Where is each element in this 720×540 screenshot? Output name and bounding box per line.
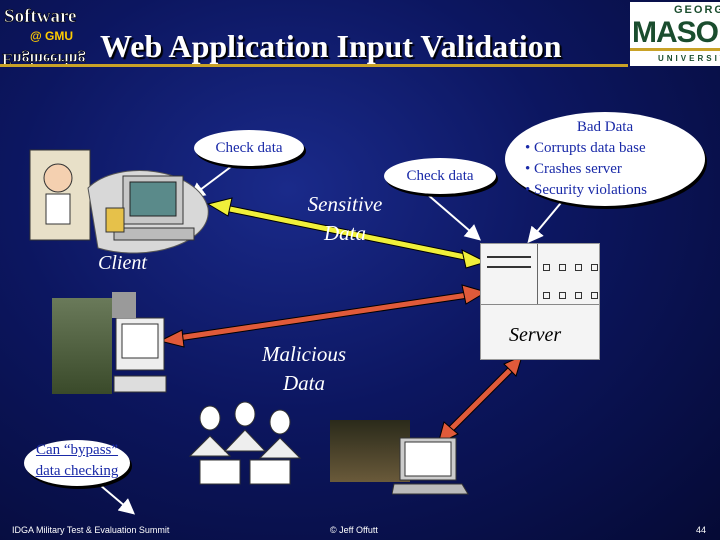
photo-background-detail [112,292,136,318]
bypass-arrow [437,355,523,445]
malicious-user-photo [52,298,112,394]
check-data-bubble-right: Check data [384,158,496,194]
bad-data-bubble: Bad Data • Corrupts data base • Crashes … [505,112,705,206]
page-number: 44 [696,525,707,535]
malicious-line1: Malicious [262,342,346,366]
logo-text-bottom: Engineering [2,50,86,66]
logo-text-top: Software [4,6,76,27]
logo-bar [630,48,720,51]
page-title: Web Application Input Validation [100,28,562,64]
bad-data-pointer [527,197,566,244]
malicious-client-computer-icon [113,317,167,393]
server-icon: Server [480,243,600,360]
malicious-data-arrow [158,284,488,348]
pencil-cup-icon [105,207,125,233]
logo-university: UNIVERSITY [658,54,720,63]
george-mason-logo: GEORGE MASON UNIVERSITY [630,2,720,66]
laptop-icon [249,459,291,485]
second-user-photo [330,420,410,482]
bypass-pointer [99,484,136,515]
check-data-right-pointer [419,187,482,241]
title-underline [0,64,628,67]
bad-data-item: • Crashes server [525,161,622,177]
logo-george: GEORGE [674,4,720,16]
bad-data-title: Bad Data [576,119,634,135]
check-data-right-text: Check data [406,167,474,184]
malicious-line2: Data [283,371,325,395]
server-label: Server [509,324,562,346]
laptop-computer-icon [392,437,469,495]
group-with-laptops-illustration [188,401,302,485]
client-label: Client [98,252,147,274]
footer-copyright: © Jeff Offutt [330,525,378,535]
client-computer-illustration [29,149,209,254]
sensitive-line1: Sensitive [307,192,383,216]
software-engineering-gmu-logo: Software @ GMU Engineering [2,6,86,66]
check-data-left-pointer [188,159,241,199]
check-data-left-text: Check data [215,139,283,156]
footer-event: IDGA Military Test & Evaluation Summit [12,525,170,535]
bypass-line1: Can “bypass” [35,442,119,458]
check-data-bubble-left: Check data [194,130,304,166]
sensitive-data-label: Sensitive Data [290,190,400,248]
logo-text-mid: @ GMU [30,29,73,43]
sensitive-line2: Data [324,221,366,245]
bypass-line2: data checking [35,463,119,479]
laptop-icon [199,459,241,485]
bad-data-item: • Security violations [525,182,647,198]
bad-data-item: • Corrupts data base [525,140,646,156]
bypass-bubble: Can “bypass” data checking [24,440,130,486]
keyboard-icon [113,227,195,241]
logo-mason: MASON [632,16,720,49]
malicious-data-label: Malicious Data [245,340,363,398]
